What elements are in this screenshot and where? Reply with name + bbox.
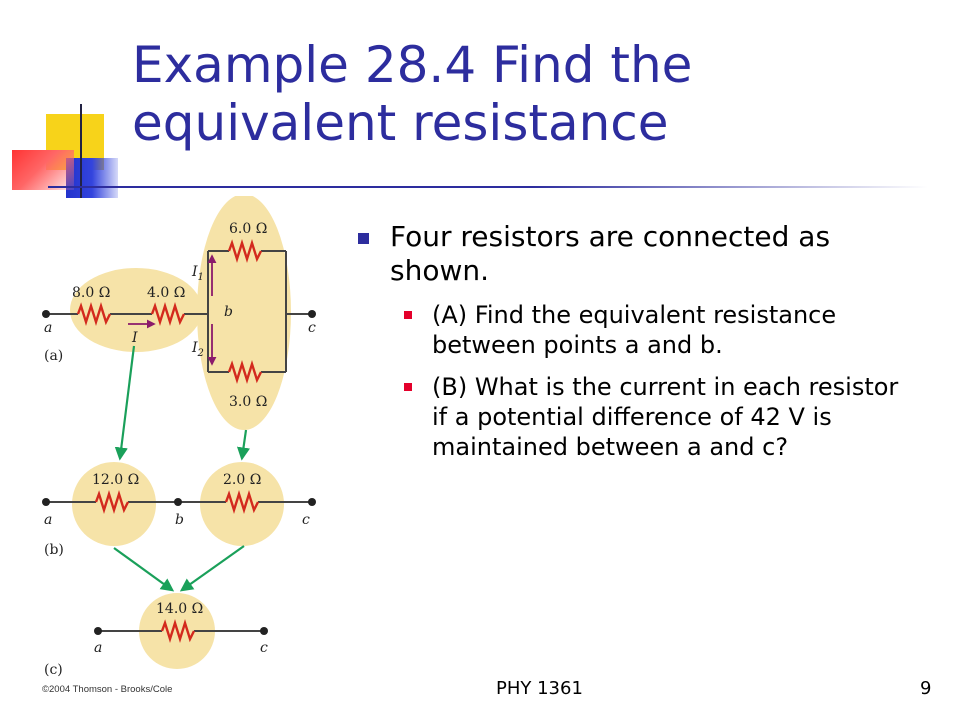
node-b-dot-b (174, 498, 182, 506)
bullet-item: Four resistors are connected as shown. (356, 220, 916, 288)
bullet-square-icon (358, 233, 369, 244)
resistor-12-ohm (94, 489, 130, 515)
label-i1: I1 (191, 264, 204, 283)
label-panel-b: (b) (44, 542, 64, 558)
sub-bullet-item: (A) Find the equivalent resistance betwe… (356, 300, 916, 360)
sub-bullet-square-icon (404, 383, 412, 391)
reduction-arrow-left (114, 345, 136, 461)
label-8-ohm: 8.0 Ω (72, 285, 110, 301)
node-a-dot (42, 310, 50, 318)
resistor-3-ohm (227, 359, 263, 385)
bullet-text: Four resistors are connected as shown. (390, 220, 831, 287)
label-panel-a: (a) (44, 348, 63, 364)
reduction-arrow-down-right (179, 545, 245, 592)
corner-decoration (0, 0, 140, 200)
course-footer: PHY 1361 (496, 678, 583, 699)
label-14-ohm: 14.0 Ω (156, 601, 203, 617)
label-6-ohm: 6.0 Ω (229, 221, 267, 237)
series-pair-highlight (70, 268, 202, 352)
label-node-b: b (224, 304, 233, 320)
node-a-dot-c (94, 627, 102, 635)
resistor-4-ohm (150, 301, 186, 327)
figure-copyright: ©2004 Thomson - Brooks/Cole (42, 684, 172, 695)
label-node-c-c: c (260, 640, 268, 656)
sub-bullet-square-icon (404, 311, 412, 319)
node-a-dot-b (42, 498, 50, 506)
sub-bullet-list: (A) Find the equivalent resistance betwe… (356, 300, 916, 462)
sub-bullet-item: (B) What is the current in each resistor… (356, 372, 916, 462)
title-line-2: equivalent resistance (132, 94, 669, 152)
node-c-dot-b (308, 498, 316, 506)
slide-number: 9 (920, 678, 932, 699)
label-node-b-b: b (175, 512, 184, 528)
label-2-ohm: 2.0 Ω (223, 472, 261, 488)
node-c-dot (308, 310, 316, 318)
blue-square (66, 158, 118, 198)
label-node-a-c: a (94, 640, 102, 656)
label-panel-c: (c) (44, 662, 63, 678)
sub-bullet-text: (B) What is the current in each resistor… (432, 373, 899, 461)
resistor-14-ohm (160, 618, 196, 644)
resistor-2-ohm (224, 489, 260, 515)
vertical-line (80, 104, 82, 198)
label-i2: I2 (191, 340, 204, 359)
circuit-figure: 8.0 Ω 4.0 Ω 6.0 Ω 3.0 Ω I I1 I2 a b c (a… (42, 196, 316, 695)
node-c-dot-c (260, 627, 268, 635)
slide-body: Four resistors are connected as shown. (… (356, 220, 916, 474)
slide-title: Example 28.4 Find the equivalent resista… (132, 36, 932, 152)
resistor-6-ohm (227, 238, 263, 264)
label-current-i: I (131, 330, 138, 346)
label-node-c-b: c (302, 512, 310, 528)
resistor-8-ohm (76, 301, 112, 327)
reduction-arrow-right (236, 429, 251, 461)
label-node-a: a (44, 320, 52, 336)
reduction-arrow-down-left (113, 547, 175, 592)
title-line-1: Example 28.4 Find the (132, 36, 693, 94)
label-3-ohm: 3.0 Ω (229, 394, 267, 410)
sub-bullet-text: (A) Find the equivalent resistance betwe… (432, 301, 837, 359)
label-4-ohm: 4.0 Ω (147, 285, 185, 301)
resistor-12-highlight (72, 462, 156, 546)
label-12-ohm: 12.0 Ω (92, 472, 139, 488)
red-square (12, 150, 74, 190)
label-node-c: c (308, 320, 316, 336)
label-node-a-b: a (44, 512, 52, 528)
title-underline (48, 186, 928, 188)
